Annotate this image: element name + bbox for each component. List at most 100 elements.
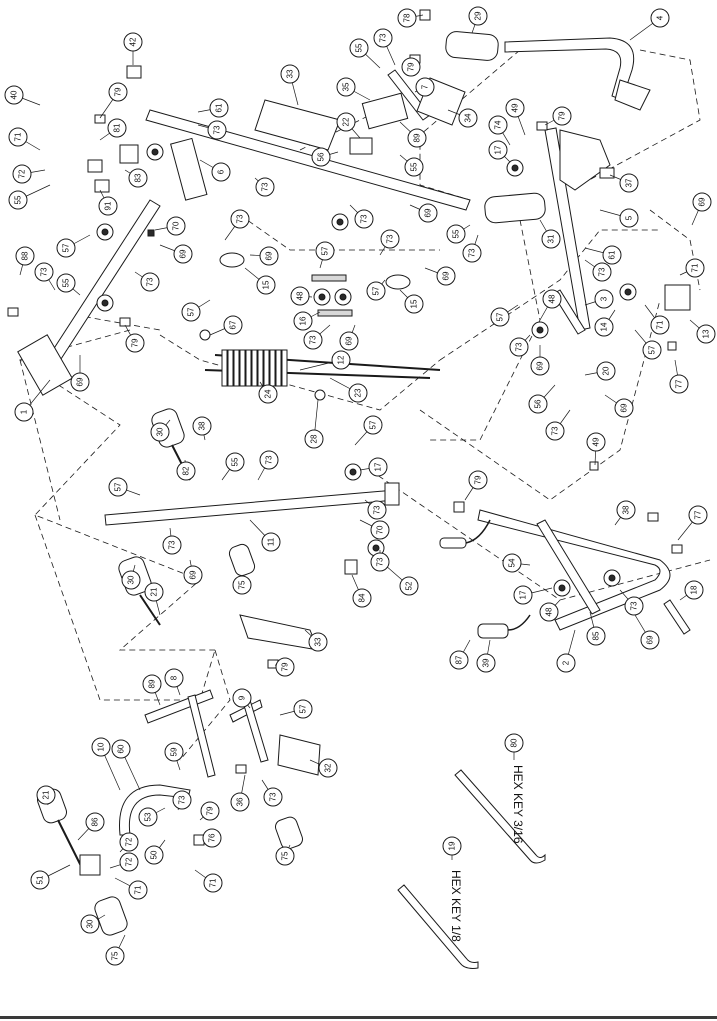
- part-callout-88: 88: [15, 246, 35, 266]
- part-callout-55: 55: [349, 38, 369, 58]
- callout-number: 36: [236, 797, 245, 806]
- callout-bubble: [223, 315, 243, 335]
- callout-bubble: [315, 241, 335, 261]
- callout-number: 54: [508, 558, 517, 567]
- cable-clip-15b: [385, 274, 411, 290]
- callout-number: 17: [374, 462, 383, 471]
- callout-number: 38: [198, 421, 207, 430]
- rear-upright-bracket: [559, 129, 611, 191]
- callout-bubble: [692, 192, 712, 212]
- callout-bubble: [203, 873, 223, 893]
- part-callout-50: 50: [144, 845, 164, 865]
- callout-number: 53: [144, 812, 153, 821]
- callout-number: 57: [187, 307, 196, 316]
- callout-bubble: [164, 668, 184, 688]
- callout-bubble: [619, 173, 639, 193]
- part-callout-73: 73: [255, 177, 275, 197]
- callout-bubble: [592, 262, 612, 282]
- callout-bubble: [150, 422, 170, 442]
- part-callout-57: 57: [642, 340, 662, 360]
- part-callout-49: 49: [505, 98, 525, 118]
- part-callout-73: 73: [172, 790, 192, 810]
- pulley-17b: [344, 463, 362, 481]
- callout-bubble: [541, 229, 561, 249]
- callout-bubble: [354, 209, 374, 229]
- part-callout-69: 69: [436, 266, 456, 286]
- callout-number: 78: [403, 13, 412, 22]
- callout-bubble: [173, 244, 193, 264]
- cable-handle-upper: [465, 519, 491, 544]
- part-callout-73: 73: [509, 337, 529, 357]
- rear-bracket-13: [664, 284, 691, 311]
- part-callout-89: 89: [142, 674, 162, 694]
- callout-number: 30: [127, 575, 136, 584]
- part-callout-20: 20: [596, 361, 616, 381]
- callout-number: 71: [209, 878, 218, 887]
- callout-number: 14: [600, 322, 609, 331]
- part-callout-9: 9: [232, 688, 252, 708]
- callout-bubble: [446, 224, 466, 244]
- callout-number: 61: [215, 103, 224, 112]
- callout-number: 9: [238, 695, 247, 700]
- callout-bubble: [36, 785, 56, 805]
- callout-bubble: [449, 650, 469, 670]
- callout-bubble: [539, 602, 559, 622]
- part-callout-16: 16: [293, 311, 313, 331]
- callout-number: 71: [656, 320, 665, 329]
- part-callout-48: 48: [290, 286, 310, 306]
- callout-bubble: [545, 421, 565, 441]
- callout-number: 75: [281, 851, 290, 860]
- callout-number: 57: [369, 420, 378, 429]
- part-callout-79: 79: [200, 801, 220, 821]
- callout-bubble: [275, 657, 295, 677]
- callout-number: 73: [168, 540, 177, 549]
- part-callout-69: 69: [173, 244, 193, 264]
- pulley-17a: [506, 159, 524, 177]
- callout-number: 23: [354, 388, 363, 397]
- part-callout-13: 13: [696, 324, 716, 344]
- callout-number: 38: [622, 505, 631, 514]
- callout-bubble: [308, 632, 328, 652]
- part-callout-48: 48: [542, 289, 562, 309]
- callout-bubble: [108, 82, 128, 102]
- callout-bubble: [509, 337, 529, 357]
- callout-number: 49: [511, 103, 520, 112]
- callout-number: 39: [482, 658, 491, 667]
- callout-bubble: [258, 384, 278, 404]
- callout-number: 85: [592, 631, 601, 640]
- callout-bubble: [318, 758, 338, 778]
- part-callout-79: 79: [275, 657, 295, 677]
- foam-roller-75a: [228, 543, 256, 577]
- part-callout-49: 49: [586, 432, 606, 452]
- callout-bubble: [513, 585, 533, 605]
- part-callout-1: 1: [14, 402, 34, 422]
- callout-bubble: [275, 846, 295, 866]
- pulley-c: [146, 143, 164, 161]
- callout-bubble: [121, 570, 141, 590]
- callout-number: 69: [189, 570, 198, 579]
- callout-bubble: [98, 196, 118, 216]
- weight-plates: [221, 349, 288, 387]
- callout-number: 73: [468, 248, 477, 257]
- callout-number: 80: [510, 738, 519, 747]
- callout-bubble: [528, 394, 548, 414]
- callout-number: 74: [494, 120, 503, 129]
- callout-number: 72: [125, 857, 134, 866]
- callout-number: 56: [317, 152, 326, 161]
- callout-bubble: [138, 807, 158, 827]
- callout-bubble: [407, 128, 427, 148]
- part-callout-69: 69: [692, 192, 712, 212]
- callout-bubble: [119, 852, 139, 872]
- callout-bubble: [107, 118, 127, 138]
- callout-bubble: [490, 307, 510, 327]
- part-callout-32: 32: [318, 758, 338, 778]
- callout-bubble: [304, 429, 324, 449]
- callout-bubble: [614, 398, 634, 418]
- callout-number: 61: [608, 250, 617, 259]
- callout-number: 49: [592, 437, 601, 446]
- base-frame-end-cap: [17, 334, 73, 396]
- callout-number: 57: [62, 243, 71, 252]
- upper-frame-joint: [170, 137, 208, 201]
- lower-frame-tube: [477, 509, 671, 631]
- callout-bubble: [596, 361, 616, 381]
